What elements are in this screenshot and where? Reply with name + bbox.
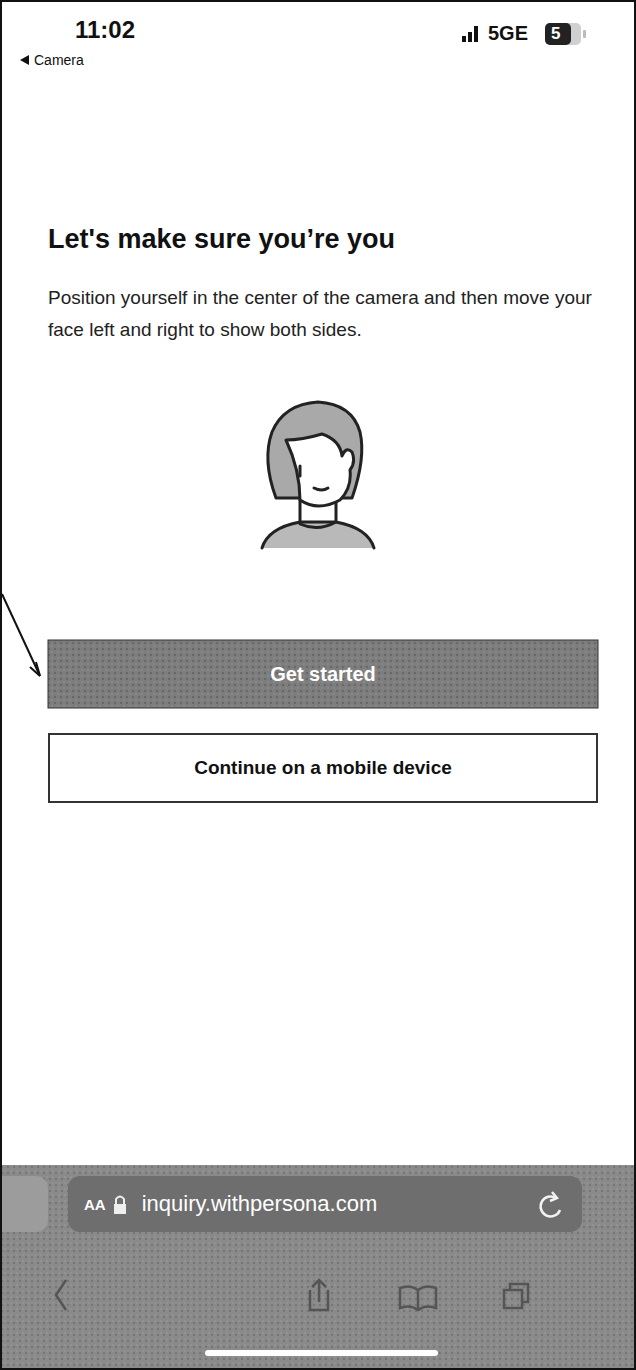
browser-bar	[0, 1165, 636, 1370]
node-text: AA	[84, 1196, 106, 1213]
secondary-button: Continue on a mobile device	[48, 733, 598, 803]
leader-arrow	[2, 594, 40, 676]
instruction-text: Position yourself in the center of the c…	[48, 282, 608, 346]
node-subtext: inquiry.withpersona.com	[142, 1191, 378, 1217]
home-indicator	[205, 1350, 438, 1356]
toolbar-icons	[56, 1280, 528, 1310]
tab-pill	[0, 1176, 48, 1232]
back-label: Camera	[34, 52, 84, 68]
signal-bars	[462, 26, 478, 42]
reload-icon	[541, 1192, 560, 1216]
node-text: Continue on a mobile device	[194, 757, 452, 779]
battery-icon	[545, 23, 586, 45]
clock: 11:02	[75, 16, 135, 44]
address-bar: AA inquiry.withpersona.com	[68, 1176, 582, 1232]
face-illustration	[262, 402, 374, 548]
node-text: Get started	[270, 663, 376, 686]
battery-level: 5	[551, 24, 560, 44]
url-pill	[68, 1176, 582, 1232]
button-ground	[48, 640, 598, 708]
back-triangle	[20, 55, 29, 65]
primary-button: Get started	[48, 640, 598, 708]
page-title: Let's make sure you’re you	[48, 224, 395, 255]
lock-icon	[114, 1197, 126, 1215]
network-label: 5GE	[488, 22, 528, 45]
